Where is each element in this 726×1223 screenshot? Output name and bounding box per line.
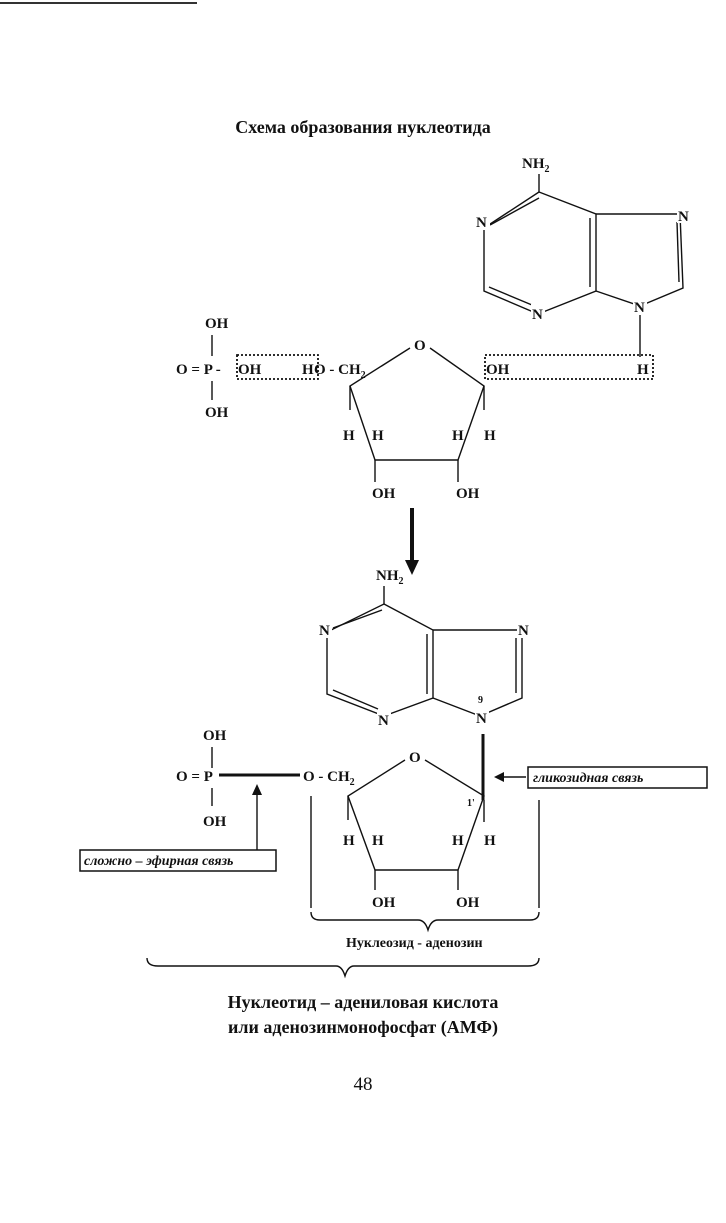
ribose-bottom-och2: O - CH2: [303, 769, 355, 788]
ribose-top-h-4: H: [484, 428, 496, 444]
adenine-bottom-position-9: 9: [478, 695, 483, 706]
ribose-top-h-2: H: [372, 428, 384, 444]
glycosidic-bond-label: гликозидная связь: [533, 771, 643, 786]
nucleotide-brace: [146, 957, 540, 979]
page-title: Схема образования нуклеотида: [235, 117, 491, 137]
ribose-bottom-position-1: 1': [467, 798, 475, 809]
caption-line-2: или аденозинмонофосфат (АМФ): [228, 1017, 498, 1037]
ribose-top-h-of-ho: H: [302, 362, 314, 378]
glycosidic-bond-callout: гликозидная связь: [494, 766, 708, 789]
ribose-bottom-ring-oxygen: O: [409, 750, 421, 766]
ribose-top-ring: [349, 347, 485, 461]
nucleoside-brace: [310, 911, 540, 933]
ester-bond-arrow-head: [252, 784, 262, 795]
glycosidic-bond-arrow-head: [494, 772, 504, 782]
nucleoside-label: Нуклеозид - аденозин: [346, 936, 483, 951]
ribose-bottom: O - CH2 O 1' H H H H OH OH: [303, 750, 496, 911]
top-rule: [0, 2, 197, 4]
adenine-top: NH2 N N N N: [476, 156, 691, 357]
adenine-top-n1: N: [476, 215, 487, 231]
ester-bond-label: сложно – эфирная связь: [84, 854, 233, 869]
adenine-bottom-n3: N: [378, 713, 389, 729]
water-oh-highlight-left: [236, 354, 319, 380]
ribose-top-oh-c3: OH: [372, 486, 396, 502]
ribose-bottom-h-4: H: [484, 833, 496, 849]
reaction-arrow-head: [405, 560, 419, 575]
ribose-top-oh-c1: OH: [486, 362, 510, 378]
adenine-bottom-double-bond-1: [332, 609, 383, 629]
ribose-bottom-ring: [347, 759, 485, 871]
ribose-bottom-h-1: H: [343, 833, 355, 849]
caption: Нуклеотид – адениловая кислота или адено…: [0, 990, 726, 1040]
phosphate-bottom: OH O = P OH: [176, 728, 300, 830]
phosphate-bottom-oh-upper: OH: [203, 728, 227, 744]
nucleoside-brace-group: Нуклеозид - аденозин: [310, 796, 540, 951]
adenine-bottom: NH2 N N N N 9: [318, 568, 531, 729]
phosphoric-acid-top: OH O = P - OH OH: [176, 316, 319, 421]
adenine-top-n3: N: [532, 307, 543, 323]
phosphate-top-oeqp: O = P -: [176, 362, 221, 378]
adenine-bottom-nh2-label: NH2: [376, 568, 404, 587]
ribose-top-h-3: H: [452, 428, 464, 444]
adenine-bottom-double-bond-3: [332, 689, 379, 710]
adenine-top-h-leaving: H: [637, 362, 649, 378]
adenine-top-n7: N: [678, 209, 689, 225]
caption-line-1: Нуклеотид – адениловая кислота: [227, 992, 499, 1012]
adenine-top-six-ring: [483, 191, 597, 315]
adenine-top-double-bond-3: [488, 286, 533, 306]
ribose-top-h-1: H: [343, 428, 355, 444]
phosphate-top-oh-lower: OH: [205, 405, 229, 421]
ribose-top-och2: O - CH2: [314, 362, 366, 381]
adenine-top-double-bond-4: [676, 221, 680, 283]
nucleotide-brace-group: [146, 957, 540, 979]
phosphate-bottom-oeqp: O = P: [176, 769, 213, 785]
ribose-bottom-h-3: H: [452, 833, 464, 849]
adenine-top-five-ring: [595, 213, 684, 307]
adenine-bottom-five-ring: [432, 629, 523, 717]
ester-bond-label-box: [79, 849, 277, 872]
adenine-bottom-n1: N: [319, 623, 330, 639]
adenine-top-double-bond-1: [489, 197, 540, 226]
reaction-arrow: [405, 508, 419, 575]
ribose-bottom-oh-c3: OH: [372, 895, 396, 911]
phosphate-bottom-oh-lower: OH: [203, 814, 227, 830]
phosphate-top-oh-right: OH: [238, 362, 262, 378]
ribose-bottom-oh-c2: OH: [456, 895, 480, 911]
ribose-top: H O - CH2 O H H H H OH OH OH H: [302, 338, 654, 502]
phosphate-top-oh-upper: OH: [205, 316, 229, 332]
ribose-top-ring-oxygen: O: [414, 338, 426, 354]
water-highlight-right: [484, 354, 654, 380]
adenine-top-nh2-label: NH2: [522, 156, 550, 175]
adenine-top-n9: N: [634, 300, 645, 316]
ribose-top-oh-c2: OH: [456, 486, 480, 502]
adenine-bottom-n7: N: [518, 623, 529, 639]
glycosidic-bond-label-box: [527, 766, 708, 789]
adenine-bottom-six-ring: [326, 603, 434, 717]
ribose-bottom-h-2: H: [372, 833, 384, 849]
page-number: 48: [353, 1074, 373, 1095]
ester-bond-callout: сложно – эфирная связь: [79, 784, 277, 872]
adenine-bottom-n9: N: [476, 711, 487, 727]
